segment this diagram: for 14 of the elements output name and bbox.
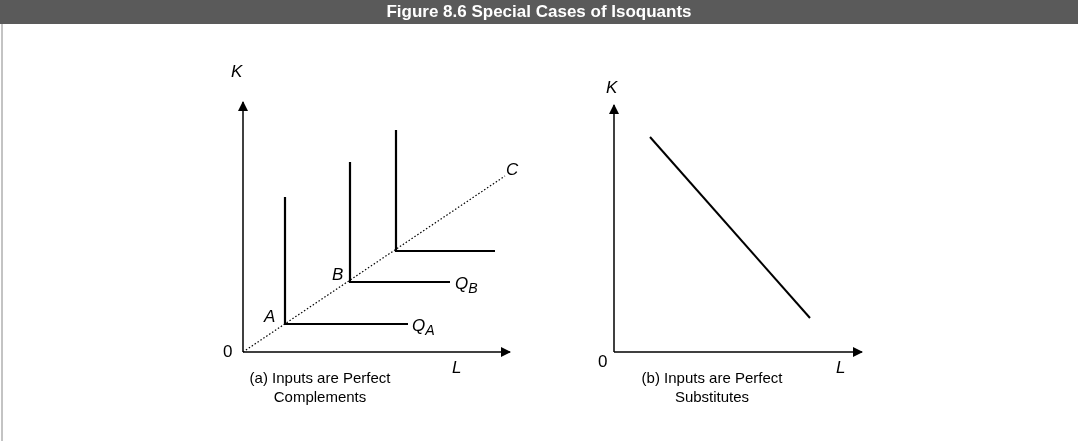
- panel-caption: (b) Inputs are Perfect Substitutes: [640, 368, 784, 406]
- axis-label: L: [452, 358, 462, 378]
- origin-label: 0: [598, 352, 608, 372]
- point-label: A: [264, 307, 276, 327]
- axis-label: K: [606, 78, 618, 98]
- axis-label: K: [231, 62, 243, 82]
- curve-label: Q$_{A}$: [412, 316, 435, 339]
- axis-label: L: [836, 358, 846, 378]
- figure-title: Figure 8.6 Special Cases of Isoquants: [0, 0, 1078, 24]
- curve-label: Q$_{B}$: [455, 274, 478, 297]
- origin-label: 0: [223, 342, 233, 362]
- panel-caption: (a) Inputs are Perfect Complements: [248, 368, 392, 406]
- point-label: C: [506, 160, 519, 180]
- point-label: B: [332, 265, 344, 285]
